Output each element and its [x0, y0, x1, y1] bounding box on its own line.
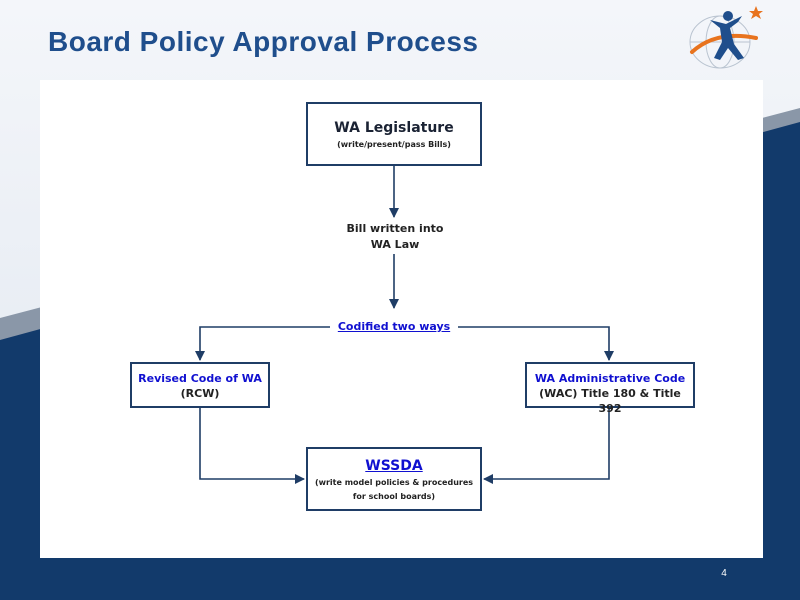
arrow-codified-to-rcw [195, 326, 330, 361]
wac-box: WA Administrative Code (WAC) Title 180 &… [525, 362, 695, 415]
arrow-wac-to-wssda [483, 408, 610, 484]
wssda-box: WSSDA (write model policies & procedures… [306, 447, 482, 511]
wssda-subtitle-line1: (write model policies & procedures [314, 478, 474, 487]
wssda-subtitle-line2: for school boards) [352, 492, 436, 501]
wa-legislature-box: WA Legislature (write/present/pass Bills… [306, 102, 482, 166]
wac-title-link[interactable]: WA Administrative Code [534, 372, 686, 385]
bill-label-line2: WA Law [370, 238, 420, 251]
rcw-title-link[interactable]: Revised Code of WA [138, 372, 262, 385]
wa-legislature-subtitle: (write/present/pass Bills) [337, 140, 451, 149]
rcw-box: Revised Code of WA (RCW) [130, 362, 270, 408]
figure-globe-star-logo [689, 6, 763, 69]
rcw-subtitle: (RCW) [180, 387, 220, 400]
wssda-title-link[interactable]: WSSDA [365, 458, 423, 474]
arrow-rcw-to-wssda [199, 408, 305, 484]
arrow-codified-to-wac [458, 326, 614, 361]
wac-subtitle: (WAC) Title 180 & Title 392 [539, 387, 681, 415]
codified-two-ways-link[interactable]: Codified two ways [330, 319, 458, 335]
wa-legislature-title: WA Legislature [334, 120, 454, 136]
page-number: 4 [721, 568, 727, 579]
bill-label-line1: Bill written into [346, 222, 444, 235]
slide-title: Board Policy Approval Process [48, 26, 479, 57]
bill-written-label: Bill written into WA Law [320, 221, 470, 253]
